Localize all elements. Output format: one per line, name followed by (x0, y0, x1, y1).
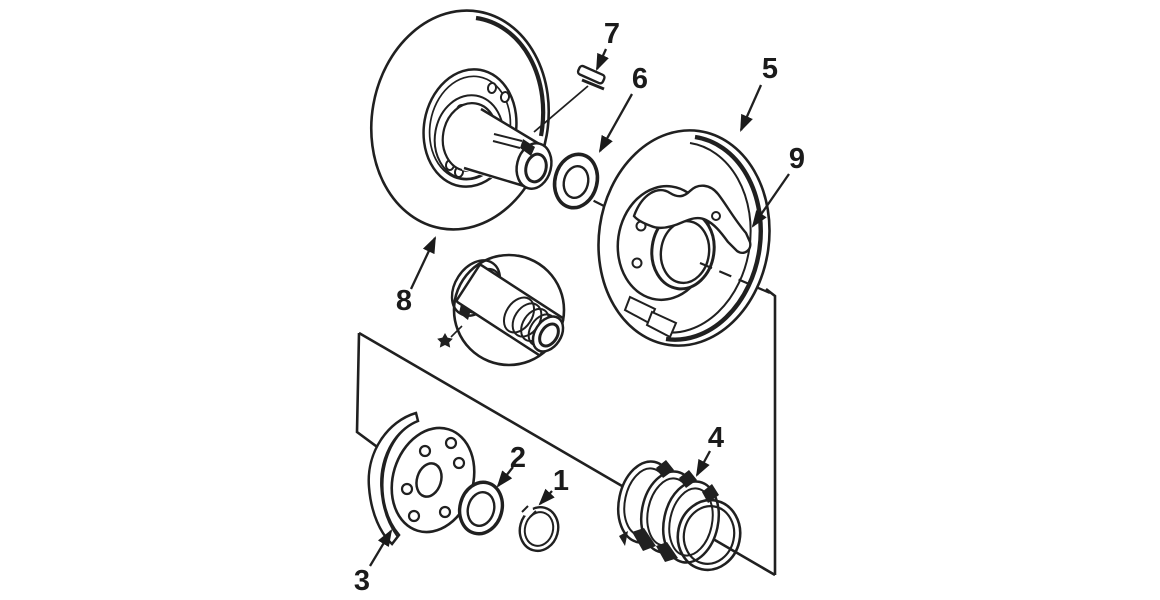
rear-sheave-disc (369, 9, 553, 231)
callout-label-5: 5 (762, 53, 778, 85)
callout-arrow-6 (598, 93, 634, 153)
spring-coil-shading (619, 460, 719, 562)
cam-arm (632, 184, 752, 255)
spring-coil-front (676, 498, 742, 572)
callout-label-4: 4 (708, 422, 724, 454)
rear-disc-rim-band (475, 15, 546, 137)
washer-inner (562, 165, 590, 199)
front-disc-rim-band (665, 134, 763, 342)
callouts: 1 2 3 4 5 6 7 8 9 (354, 18, 805, 597)
compression-spring (616, 460, 742, 572)
bolt-bore (538, 322, 560, 348)
callout-label-6: 6 (632, 63, 648, 95)
callout-arrow-9 (751, 173, 790, 228)
detail-inset-circle (437, 253, 566, 367)
snap-ring (518, 504, 560, 553)
callout-label-1: 1 (553, 465, 569, 497)
callout-label-3: 3 (354, 565, 370, 597)
callout-arrow-5 (739, 84, 763, 132)
callout-label-2: 2 (510, 442, 526, 474)
callout-label-9: 9 (789, 143, 805, 175)
panel-right-edge (765, 287, 777, 575)
callout-arrow-3 (369, 529, 393, 567)
snap-ring-gap (521, 504, 533, 516)
inset-marker-leader (450, 325, 463, 338)
spacer-washer (552, 152, 600, 210)
callout-arrow-8 (409, 236, 437, 290)
callout-arrow-4 (695, 450, 712, 477)
plate-center-hole (415, 462, 443, 498)
key-leader-line (533, 85, 589, 133)
callout-arrow-2 (496, 466, 514, 488)
callout-arrow-7 (595, 48, 609, 71)
callout-label-7: 7 (604, 18, 620, 50)
shaft-keyway (492, 133, 523, 149)
front-hub-bore-inner (659, 219, 711, 285)
key-body (576, 64, 606, 85)
thrust-washer (457, 480, 505, 536)
callout-arrow-1 (538, 488, 555, 506)
shaft-bore (524, 152, 548, 184)
centerline-dashed-hub (699, 261, 771, 295)
spring-seat-tab (645, 310, 678, 339)
plate-bolt-holes (400, 436, 466, 523)
spring-wire-end (619, 531, 628, 546)
asterisk-marker-icon (437, 333, 453, 348)
woodruff-key (533, 64, 606, 133)
callout-label-8: 8 (396, 285, 412, 317)
front-sheave-disc (597, 129, 771, 347)
